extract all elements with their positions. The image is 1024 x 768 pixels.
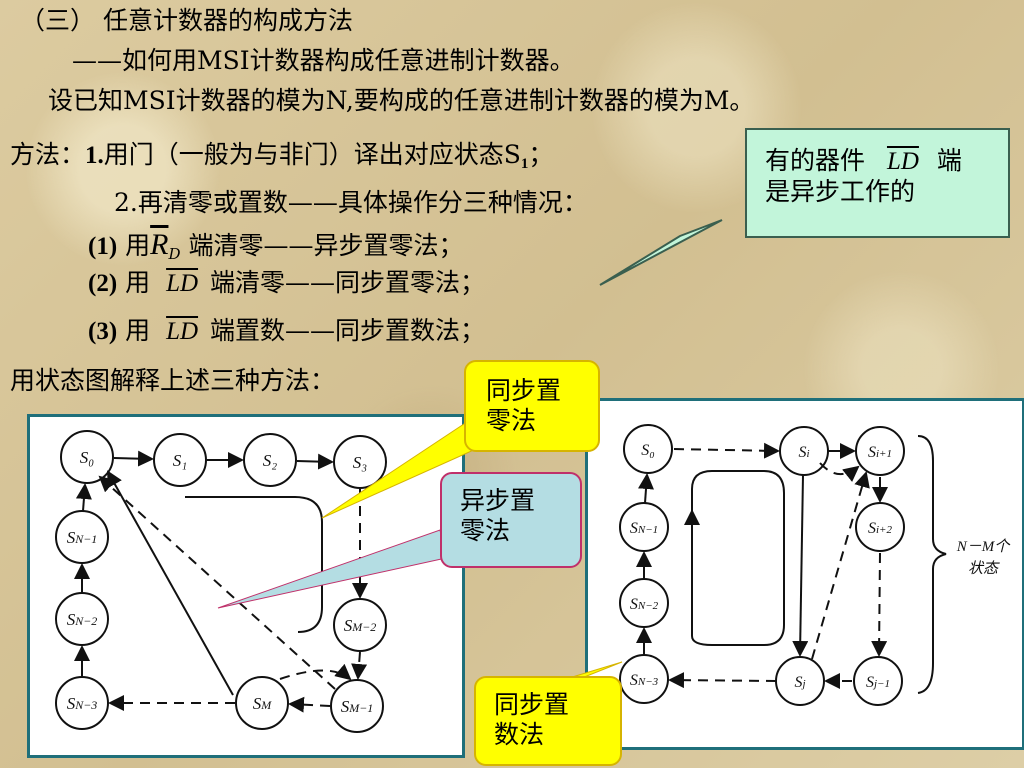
- svg-text:Si+2: Si+2: [868, 520, 892, 537]
- async-note-line2: 是异步工作的: [765, 177, 916, 206]
- case-2-pre: 用: [125, 268, 151, 297]
- method-step-2: 2.再清零或置数——具体操作分三种情况：: [114, 188, 588, 217]
- state-si+2: [855, 502, 905, 552]
- case-1-label: (1): [88, 233, 118, 260]
- step1-text: 用门（一般为与非门）译出对应状态S: [103, 140, 521, 169]
- signal-rd-sub: D: [168, 245, 181, 263]
- case-2-post: 端清零——同步置零法；: [210, 268, 486, 297]
- sync-zero-label: 同步置 零法: [464, 360, 600, 452]
- svg-text:S₂: S₂: [263, 451, 278, 470]
- state-sm-2: [333, 598, 387, 652]
- case-1-pre: 用: [125, 231, 151, 260]
- subtitle: ——如何用MSI计数器构成任意进制计数器。: [72, 46, 575, 75]
- sync-load-line2: 数法: [494, 720, 545, 749]
- state-group-brace: [917, 435, 947, 694]
- svg-text:S₀: S₀: [641, 442, 655, 459]
- step1-number: 1.: [85, 142, 104, 169]
- note-callout-tail: [599, 219, 723, 286]
- svg-text:SM−2: SM−2: [344, 616, 377, 635]
- svg-text:Si+1: Si+1: [868, 444, 892, 461]
- svg-text:Sj−1: Sj−1: [866, 674, 890, 691]
- state-labels: S₀ SN−1 SN−2 SN−3 Si Si+1 Si+2 Sj Sj−1: [630, 442, 893, 691]
- svg-text:SN−3: SN−3: [67, 694, 98, 713]
- clear-path: [185, 496, 323, 633]
- left-state-diagram-svg: S₀ S₁ S₂ S₃ SN−1 SN−2 SN−3 SM−2 SM SM−1: [55, 430, 387, 733]
- sync-load-line1: 同步置: [494, 690, 570, 719]
- async-zero-line1: 异步置: [460, 486, 536, 515]
- state-labels: S₀ S₁ S₂ S₃ SN−1 SN−2 SN−3 SM−2 SM SM−1: [67, 448, 377, 716]
- premise-text: 设已知MSI计数器的模为N,要构成的任意进制计数器的模为M。: [48, 86, 755, 115]
- svg-text:SN−3: SN−3: [630, 672, 659, 689]
- case-2-label: (2): [88, 270, 118, 297]
- svg-text:Sj: Sj: [794, 674, 805, 691]
- state-s0: [60, 430, 114, 484]
- async-zero-line2: 零法: [460, 516, 511, 545]
- case-3-post: 端置数——同步置数法；: [210, 316, 486, 345]
- svg-text:S₁: S₁: [173, 451, 187, 470]
- svg-text:SN−1: SN−1: [630, 520, 658, 537]
- svg-text:S₀: S₀: [80, 448, 95, 467]
- case-1: (1) 用RD 端清零——异步置零法；: [88, 230, 463, 269]
- case-2: (2) 用 LD 端清零——同步置零法；: [88, 268, 485, 299]
- svg-text:SN−2: SN−2: [630, 596, 659, 613]
- method-step-1: 方法：1.用门（一般为与非门）译出对应状态S1；: [10, 140, 553, 179]
- method-prefix: 方法：: [10, 140, 86, 169]
- state-sm-1: [330, 679, 384, 733]
- right-state-diagram: S₀ SN−1 SN−2 SN−3 Si Si+1 Si+2 Sj Sj−1 N…: [585, 398, 1024, 750]
- step1-tail: ；: [528, 140, 554, 169]
- async-note-line1: 有的器件 LD 端: [765, 146, 1008, 177]
- state-s3: [333, 435, 387, 489]
- case-3-pre: 用: [125, 316, 151, 345]
- svg-text:状态: 状态: [968, 560, 1000, 577]
- brace-label: N－M个 状态: [956, 538, 1012, 577]
- sync-zero-line1: 同步置: [486, 376, 562, 405]
- explain-text: 用状态图解释上述三种方法：: [10, 366, 336, 395]
- state-s0: [623, 424, 673, 474]
- page-title: （三） 任意计数器的构成方法: [20, 6, 353, 35]
- case-3: (3) 用 LD 端置数——同步置数法；: [88, 316, 485, 347]
- state-s2: [243, 433, 297, 487]
- async-zero-label: 异步置 零法: [440, 472, 582, 568]
- state-s1: [153, 433, 207, 487]
- right-state-diagram-svg: S₀ SN−1 SN−2 SN−3 Si Si+1 Si+2 Sj Sj−1 N…: [619, 424, 1012, 706]
- sync-zero-line2: 零法: [486, 406, 537, 435]
- load-path: [691, 470, 785, 646]
- async-note-pre: 有的器件: [765, 146, 866, 175]
- svg-text:SM: SM: [253, 694, 273, 713]
- case-3-label: (3): [88, 318, 118, 345]
- svg-text:SN−1: SN−1: [67, 528, 98, 547]
- async-note-post: 端: [936, 146, 962, 175]
- signal-ld: LD: [166, 270, 199, 297]
- sync-load-label: 同步置 数法: [474, 676, 622, 766]
- svg-text:N－M个: N－M个: [956, 538, 1012, 555]
- signal-ld: LD: [886, 148, 919, 175]
- svg-text:Si: Si: [798, 444, 809, 461]
- signal-rd: R: [150, 228, 169, 261]
- async-zero-callout-tail: [217, 529, 447, 609]
- async-note-callout: 有的器件 LD 端 是异步工作的: [745, 128, 1010, 238]
- signal-ld: LD: [166, 318, 199, 345]
- state-sm: [235, 676, 289, 730]
- case-1-post: 端清零——异步置零法；: [188, 231, 464, 260]
- svg-text:SM−1: SM−1: [341, 697, 374, 716]
- svg-text:SN−2: SN−2: [67, 610, 98, 629]
- step1-subscript: 1: [520, 156, 529, 172]
- state-sj-1: [853, 656, 903, 706]
- state-si+1: [855, 426, 905, 476]
- svg-text:S₃: S₃: [353, 453, 368, 472]
